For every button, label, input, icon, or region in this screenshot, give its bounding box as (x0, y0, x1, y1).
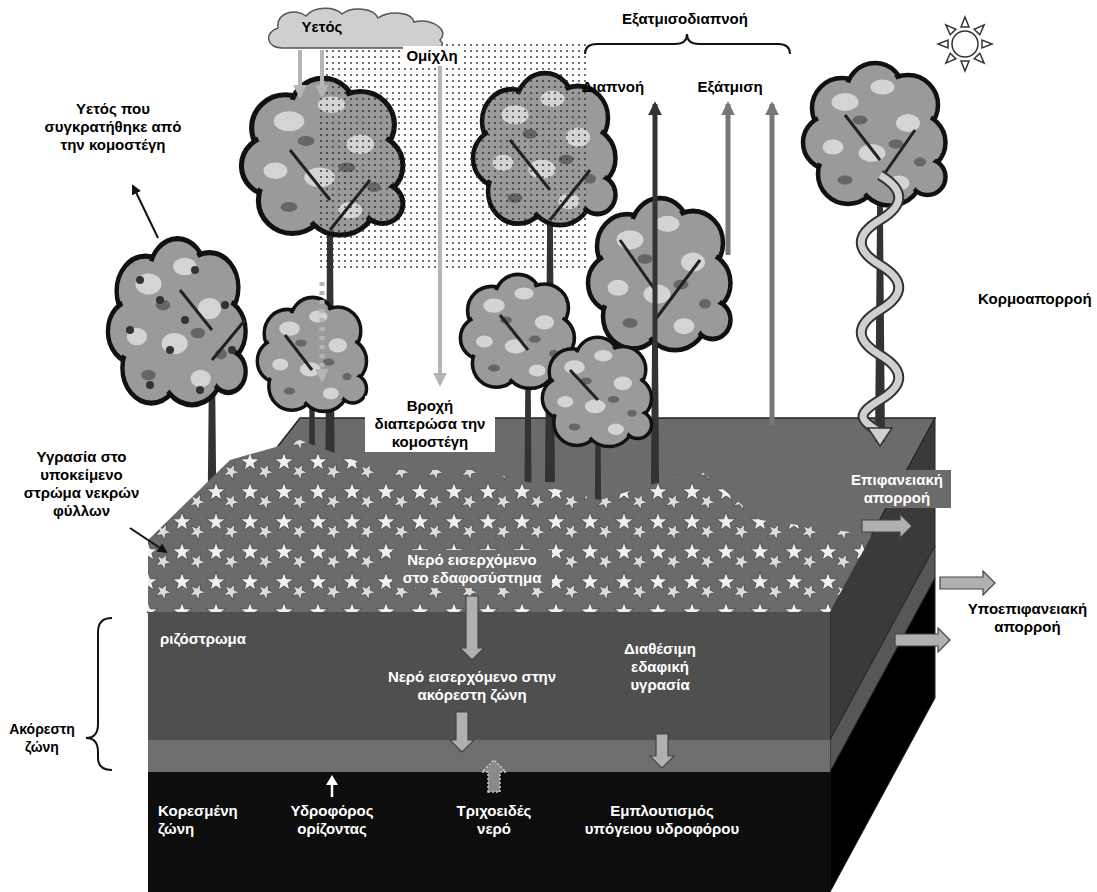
process-label: Υγρασία στο υποκείμενο στρώμα νεκρών φύλ… (14, 448, 149, 520)
tree-crown (542, 337, 651, 446)
brace (86, 618, 112, 770)
fruit-dot (126, 326, 134, 334)
process-label: Νερό εισερχόμενο στο εδαφοσύστημα (392, 550, 552, 588)
arrow-head (868, 428, 892, 446)
fruit-dot (146, 381, 154, 389)
subsurface-runoff-arrow (895, 628, 950, 652)
fog-area (320, 40, 590, 272)
fruit-dot (228, 346, 236, 354)
evaporation-arrow (726, 104, 731, 255)
tree-crown (108, 239, 246, 405)
zone-text: Υετός (302, 18, 343, 36)
process-label: Υετός που συγκρατήθηκε από την κομοστέγη (38, 100, 188, 154)
unsaturated-zone-band: ριζόστρωμαΝερό εισερχόμενο στην ακόρεστη… (148, 612, 830, 772)
rain-arrow (320, 50, 324, 96)
process-label: Εξατμισοδιαπνοή (622, 10, 748, 28)
surface-runoff-arrow (862, 514, 912, 538)
fruit-dot (221, 301, 229, 309)
brace (585, 34, 790, 54)
tree-crown (803, 63, 946, 206)
ground-top-face (148, 418, 935, 612)
tree-branch (180, 290, 245, 360)
process-label: Ακόρεστη ζώνη (2, 720, 82, 756)
sun-ray (946, 25, 956, 35)
sun-ray (961, 17, 969, 27)
sun-ray (938, 40, 948, 48)
zone-text: Κορεσμένη ζώνη (158, 802, 258, 838)
fruit-dot (181, 316, 189, 324)
fruit-dot (156, 296, 164, 304)
tree-branch (845, 115, 915, 180)
fruit-dot (196, 386, 204, 394)
percolation-arrow (450, 712, 474, 752)
zone-text: ριζόστρωμα (160, 630, 246, 648)
stemflow-spiral (861, 175, 899, 432)
rain-arrow (298, 50, 302, 96)
zone-text: Νερό εισερχόμενο στην ακόρεστη ζώνη (387, 668, 557, 704)
leader-arrow (133, 186, 158, 238)
tree-crown (588, 198, 731, 350)
recharge-arrow (650, 734, 674, 768)
tree-branch (620, 240, 700, 320)
evaporation-arrow (770, 104, 775, 425)
process-label: Κορμοαπορροή (978, 290, 1092, 308)
sun-ray (974, 53, 984, 63)
fruit-dot (136, 276, 144, 284)
cloud-node: Υετός (262, 6, 452, 50)
zone-text: Διαθέσιμη εδαφική υγρασία (605, 640, 715, 694)
zone-text: Τριχοειδές νερό (442, 802, 546, 838)
leaf-litter (148, 440, 872, 612)
sun-ray (946, 53, 956, 63)
sun-disc (952, 31, 978, 57)
throughfall-arrow (438, 50, 442, 384)
fog-drip-arrow (320, 282, 325, 380)
transpiration-arrow (653, 104, 658, 385)
fruit-dot (191, 266, 199, 274)
process-label: Εξάτμιση (697, 78, 762, 96)
process-label: Ομίχλη (403, 46, 460, 66)
sun-ray (961, 61, 969, 71)
cloud-shape (262, 6, 452, 50)
stemflow-spiral-outline (861, 175, 899, 432)
tree-branch (570, 370, 598, 400)
tree-branch (500, 315, 528, 350)
process-label: Βροχή διαπερώσα την κομοστέγη (365, 396, 495, 452)
sun-ray (974, 25, 984, 35)
cloud-outline (269, 8, 443, 48)
saturated-side-face (830, 578, 935, 892)
water-table-arrow (331, 784, 334, 797)
arrow-head (326, 775, 338, 785)
leader-arrow (130, 528, 166, 552)
process-label: Υποεπιφανειακή απορροή (962, 600, 1093, 636)
zone-text: Εμπλουτισμός υπόγειου υδροφόρου (582, 802, 742, 838)
process-label: Επιφανειακή απορροή (843, 470, 951, 508)
fruit-dot (166, 346, 174, 354)
process-label: Διαπνοή (582, 78, 644, 96)
subsurface-runoff-arrow (940, 571, 995, 595)
infiltration-arrow (460, 596, 484, 660)
tree-crown (257, 297, 366, 411)
zone-text: Υδροφόρος ορίζοντας (277, 802, 387, 838)
tree-branch (285, 335, 312, 370)
sun-ray (982, 40, 992, 48)
capillary-rise-arrow (482, 760, 506, 792)
